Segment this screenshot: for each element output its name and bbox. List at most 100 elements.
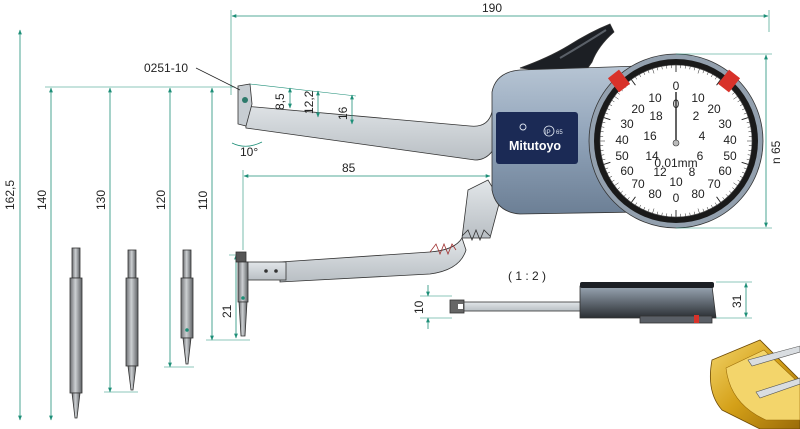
dial-tick <box>722 197 725 200</box>
part-number-label: 0251-10 <box>144 61 188 75</box>
dial-tick <box>714 202 717 206</box>
dial-tick <box>733 96 738 100</box>
dial-tick <box>741 171 745 174</box>
dial-tick <box>714 76 717 80</box>
dial-tick <box>635 76 638 80</box>
dim-overall-length: 190 <box>230 1 770 95</box>
dim-rod-110: 110 <box>196 87 250 341</box>
dial-tick <box>747 154 751 156</box>
dim-190-label: 190 <box>482 1 502 15</box>
dial-tick <box>741 117 749 121</box>
extension-rod-120 <box>180 249 194 365</box>
limit-marker-right <box>717 69 741 93</box>
dial-outer-left-0: 10 <box>648 91 662 105</box>
dial-outer-left-4: 50 <box>615 149 629 163</box>
dim-31-label: 31 <box>730 294 744 308</box>
dial-tick <box>601 154 605 156</box>
dial-tick <box>661 212 663 216</box>
dial-tick <box>630 196 636 203</box>
dial-inner-left-1: 16 <box>643 129 657 143</box>
dial-tick <box>620 190 623 194</box>
dial-indicator: 0 0 10 20 30 40 50 60 70 80 10 20 30 40 … <box>588 53 764 229</box>
dial-tick <box>643 206 646 210</box>
dial-tick <box>689 212 691 216</box>
dial-tick <box>741 161 749 165</box>
ip-rating-badge: IP <box>545 130 551 136</box>
dim-10-degree-label: 10° <box>240 145 258 159</box>
dial-inner-left-0: 18 <box>649 109 663 123</box>
extension-rod-162 <box>69 247 83 419</box>
dial-tick <box>733 182 738 186</box>
side-view: 10 31 <box>412 281 752 329</box>
dial-inner-left-3: 12 <box>653 165 667 179</box>
dial-tick <box>643 72 646 76</box>
dial-tick <box>697 68 700 74</box>
dial-tick <box>605 167 609 170</box>
dial-tick <box>623 194 627 197</box>
dim-arm-length: 85 <box>242 161 491 250</box>
dial-tick <box>716 196 722 203</box>
dial-tick <box>661 66 663 70</box>
part-number-callout: 0251-10 <box>144 61 241 91</box>
dial-tick <box>656 67 659 71</box>
dial-inner-right-0: 2 <box>693 109 700 123</box>
dial-tick <box>609 175 613 178</box>
dial-outer-right-7: 80 <box>691 187 705 201</box>
dial-tick <box>743 167 747 170</box>
dial-unit-label: 0.01mm <box>654 156 697 170</box>
dim-rod-162-5: 162,5 <box>3 29 22 421</box>
dial-outer-left-2: 30 <box>620 117 634 131</box>
scale-label: ( 1 : 2 ) <box>508 269 546 283</box>
limit-marker-left <box>607 69 631 93</box>
dial-tick <box>609 104 613 107</box>
dial-tick <box>635 202 638 206</box>
dial-tick <box>702 70 705 74</box>
dial-tick <box>639 204 642 208</box>
dial-outer-left-3: 40 <box>615 133 629 147</box>
dim-rod-130: 130 <box>94 87 138 393</box>
dial-tick <box>652 68 655 74</box>
dial-tick <box>706 72 709 76</box>
dim-10-label: 10 <box>412 300 426 314</box>
dial-tick <box>647 70 650 74</box>
dial-tick <box>689 66 691 70</box>
dial-outer-right-2: 30 <box>718 117 732 131</box>
dial-tick <box>617 187 620 190</box>
dial-inner-right-2: 6 <box>697 149 704 163</box>
dial-outer-right-5: 60 <box>718 164 732 178</box>
dial-tick <box>639 74 642 78</box>
dial-inner-bottom: 10 <box>669 175 683 189</box>
dial-tick <box>611 100 615 103</box>
dim-130-label: 130 <box>94 190 108 210</box>
dial-tick <box>603 161 611 165</box>
dial-tick <box>746 121 750 124</box>
dial-outer-right-3: 40 <box>723 133 737 147</box>
dim-140-label: 140 <box>35 190 49 210</box>
dial-tick <box>710 204 713 208</box>
bore-measurement-detail <box>709 339 800 429</box>
dial-tick <box>732 187 735 190</box>
dial-tick <box>602 121 606 124</box>
dim-120-label: 120 <box>154 190 168 210</box>
dial-outer-zero-bottom: 0 <box>673 191 680 205</box>
label-plate <box>496 112 578 164</box>
dim-8-5-label: 8,5 <box>273 93 287 110</box>
dial-outer-right-1: 20 <box>707 102 721 116</box>
dial-tick <box>732 92 735 95</box>
dial-outer-left-6: 70 <box>631 177 645 191</box>
lower-jaw-arm <box>235 179 501 337</box>
dim-16-label: 16 <box>336 106 350 120</box>
dial-inner-right-1: 4 <box>699 129 706 143</box>
dial-tick <box>647 208 650 212</box>
dial-tick <box>605 112 609 115</box>
dial-tick <box>614 182 619 186</box>
dial-tick <box>656 211 659 215</box>
dial-tick <box>706 206 709 210</box>
dial-tick <box>746 158 750 161</box>
dial-tick <box>710 74 713 78</box>
dial-tick <box>737 100 741 103</box>
dial-outer-left-5: 60 <box>620 164 634 178</box>
dial-tick <box>652 208 655 214</box>
dial-hub <box>672 139 680 147</box>
